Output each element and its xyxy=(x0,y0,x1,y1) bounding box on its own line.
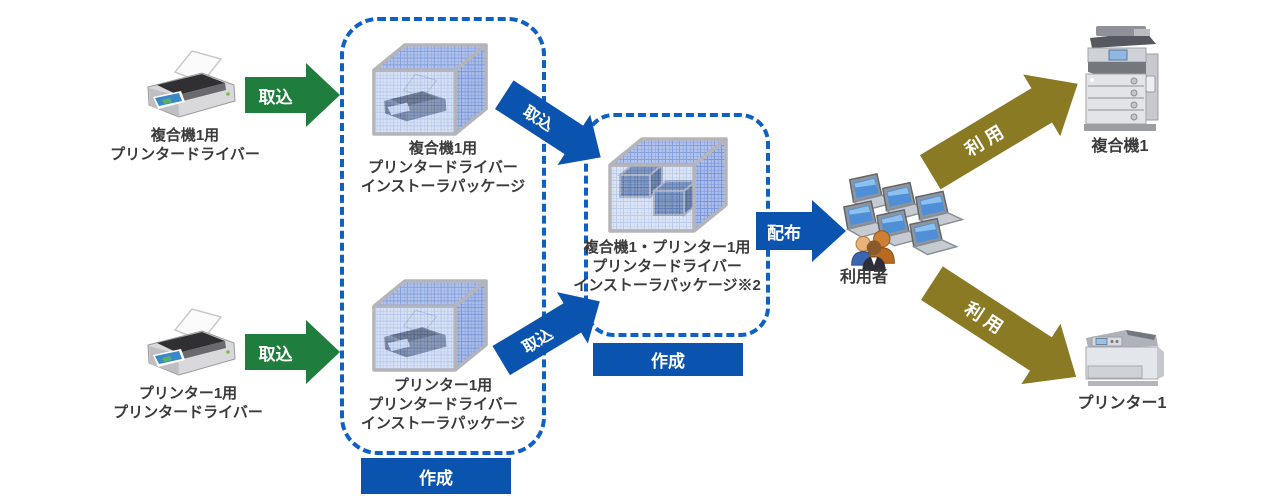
users-icon xyxy=(840,170,976,272)
source-driver-label-mfp: 複合機1用プリンタードライバー xyxy=(110,127,260,163)
combined-package-cage-icon xyxy=(606,134,730,236)
stage1-package-label-printer: プリンター1用 プリンタードライバー インストーラパッケージ xyxy=(360,377,526,432)
distribute-arrow-label: 配布 xyxy=(767,223,801,243)
use-arrow-bottom: 利用 xyxy=(912,253,1095,407)
import-arrow-bottom: 取込 xyxy=(245,320,340,384)
import-arrow-to-combined-top: 取込 xyxy=(488,70,617,183)
import-arrow-label: 取込 xyxy=(258,344,293,364)
distribute-arrow: 配布 xyxy=(756,200,846,262)
driver-package-cage-icon xyxy=(370,40,490,139)
driver-package-cage-icon xyxy=(370,276,490,375)
create-label: 作成 xyxy=(419,468,453,488)
stage2-package-label: 複合機1・プリンター1用 プリンタードライバー インストーラパッケージ※2 xyxy=(573,239,761,294)
source-driver-label-printer: プリンター1用プリンタードライバー xyxy=(113,385,263,421)
inkjet-printer-icon xyxy=(142,50,242,124)
users-label: 利用者 xyxy=(839,269,888,286)
import-arrow-label: 取込 xyxy=(258,87,293,107)
mfp-target-label: 複合機1 xyxy=(1091,138,1149,155)
stage1-dashed-box xyxy=(340,17,546,455)
create-action-badge: 作成 xyxy=(361,458,511,494)
inkjet-printer-icon xyxy=(142,308,242,382)
printer-target-label: プリンター1 xyxy=(1077,395,1167,412)
import-arrow-top: 取込 xyxy=(245,63,340,127)
use-arrow-top: 利用 xyxy=(912,53,1097,203)
laser-printer-icon xyxy=(1076,326,1166,392)
create-label: 作成 xyxy=(651,352,685,371)
mfp-copier-icon xyxy=(1076,24,1162,136)
create-action-badge: 作成 xyxy=(593,343,743,376)
import-arrow-to-combined-bottom: 取込 xyxy=(486,276,615,387)
stage1-package-label-mfp: 複合機1用 プリンタードライバー インストーラパッケージ xyxy=(360,140,526,195)
